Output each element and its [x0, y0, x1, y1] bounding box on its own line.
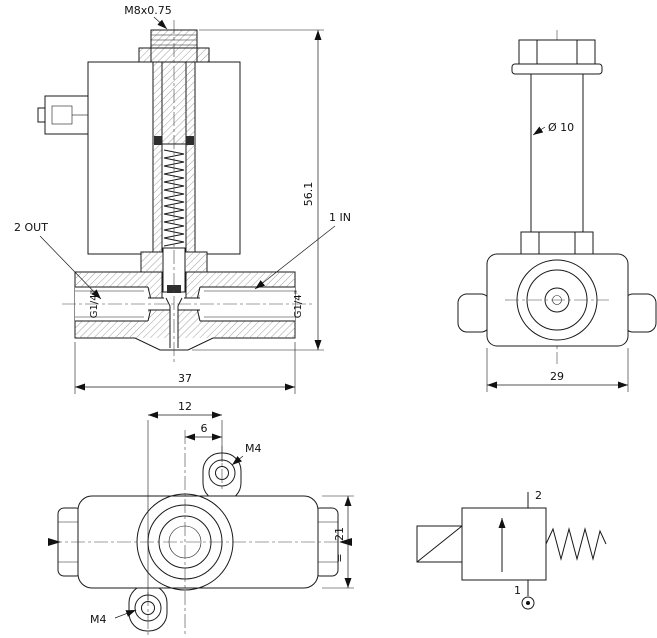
port-1-dot	[526, 601, 530, 605]
hatch-region	[153, 62, 162, 256]
height-dim-value: 56.1	[302, 182, 315, 207]
washer	[511, 63, 603, 75]
nut-outline	[518, 39, 596, 65]
centerline-arrow	[48, 538, 61, 546]
bottom-view: 12 6 21 = M4 M4	[48, 400, 354, 636]
leader-line	[153, 16, 168, 30]
inlet-port-label: 1 IN	[329, 211, 351, 224]
core-tube	[530, 73, 584, 233]
hatch-region	[75, 321, 295, 338]
side-view: Ø 10 29	[457, 30, 657, 392]
screw-size-label: M4	[90, 613, 107, 626]
depth-dimension: 29	[486, 348, 629, 392]
tube-diameter-label: Ø 10	[548, 121, 574, 134]
screw-callout-bottom: M4	[90, 609, 137, 626]
electrical-connector	[37, 95, 89, 135]
symmetry-mark: =	[333, 553, 346, 562]
connector-tab	[37, 107, 46, 123]
leader-line	[114, 609, 137, 619]
height-dimension: 56.1	[192, 29, 324, 351]
schematic-symbol: 2 1	[416, 489, 607, 610]
seal-tip	[167, 285, 181, 293]
leader-line	[532, 126, 546, 136]
actuator-diagonal	[416, 525, 463, 563]
screw-callout-top: M4	[231, 442, 262, 466]
valve-seat	[165, 297, 171, 307]
width-dimension: 37	[74, 342, 296, 394]
depth-dim-value: 29	[550, 370, 564, 383]
body-height-dimension: 21 =	[322, 495, 354, 589]
seal-ring	[154, 136, 162, 145]
hatch-region	[186, 252, 207, 272]
body-height-value: 21	[333, 527, 346, 541]
outlet-port-label: 2 OUT	[14, 221, 48, 234]
thread-spec-label: M8x0.75	[124, 4, 172, 17]
port-1-connection	[521, 596, 535, 610]
nut-outline	[520, 231, 594, 255]
port-1-label: 1	[514, 584, 521, 597]
inlet-callout: 1 IN	[254, 211, 351, 290]
left-port-boss	[457, 293, 491, 333]
leader-line	[39, 235, 102, 300]
left-port-thread-label: G1/4"	[89, 290, 100, 318]
hole-offset-dimension: 6	[185, 422, 222, 441]
valve-seat	[177, 297, 183, 307]
front-section-view: M8x0.75 2 OUT 1 IN G1/4" G1/4" 56.1 37	[14, 4, 351, 394]
return-spring-symbol	[545, 527, 607, 561]
right-port-boss	[623, 293, 657, 333]
leader-line	[254, 225, 336, 290]
thread-callout: M8x0.75	[124, 4, 172, 30]
coil-retaining-nut	[520, 231, 594, 255]
hole-offset-value: 6	[201, 422, 208, 435]
port-2-label: 2	[535, 489, 542, 502]
hole-spacing-value: 12	[178, 400, 192, 413]
top-hex-nut	[518, 39, 596, 65]
diameter-callout: Ø 10	[532, 121, 574, 136]
width-dim-value: 37	[178, 372, 192, 385]
right-port-thread-label: G1/4"	[293, 290, 304, 318]
hatch-region	[186, 62, 195, 256]
return-spring	[163, 149, 185, 247]
valve-position-box	[461, 507, 547, 581]
hatch-region	[141, 252, 162, 272]
hole-spacing-dimension: 12	[147, 400, 223, 600]
outlet-callout: 2 OUT	[14, 221, 102, 300]
leader-line	[231, 455, 244, 466]
seal-ring	[186, 136, 194, 145]
screw-size-label: M4	[245, 442, 262, 455]
